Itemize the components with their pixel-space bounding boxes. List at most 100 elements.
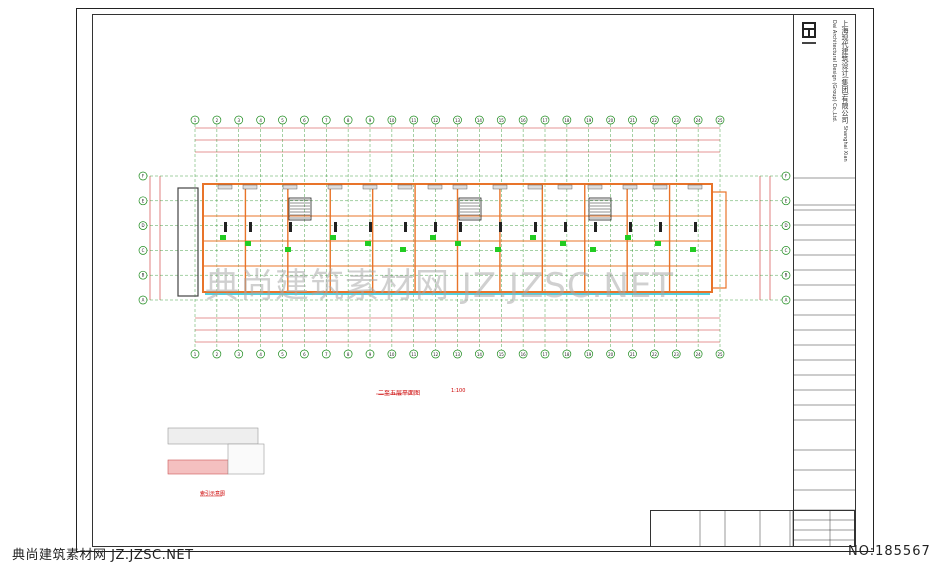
axis-label-bottom: 16 [521, 352, 527, 357]
axis-bubble-top [496, 115, 506, 125]
axis-bubble-bottom [650, 349, 659, 359]
axis-label-bottom: 8 [347, 352, 350, 357]
axis-label-bottom: 13 [455, 352, 461, 357]
footer-source-text: 典尚建筑素材网 JZ.JZSC.NET [12, 548, 194, 563]
window-mark [362, 184, 378, 190]
axis-bubble-left [138, 196, 148, 206]
drawing-outer-border [76, 8, 874, 552]
axis-label-top: 20 [608, 118, 614, 123]
fixture-detail [334, 222, 337, 232]
axis-label-left: F [142, 174, 145, 179]
window-mark [217, 184, 233, 190]
axis-label-bottom: 1 [194, 352, 197, 357]
axis-bubble-bottom [431, 349, 440, 359]
window-mark [557, 184, 573, 190]
fixture-detail [629, 222, 632, 232]
axis-bubble-bottom [693, 349, 703, 359]
fixture-mark [245, 241, 251, 246]
window-mark [242, 184, 258, 190]
company-name-vertical: 上海现代建筑设计(集团)有限公司 Shanghai Xian Dai Archi… [831, 20, 849, 162]
footer-drawing-number: NO:185567 [848, 544, 931, 559]
keymap-block [167, 427, 259, 445]
axis-label-bottom: 22 [652, 352, 658, 357]
axis-bubble-bottom [496, 349, 506, 359]
axis-label-bottom: 4 [259, 352, 262, 357]
fixture-mark [590, 247, 596, 252]
axis-label-left: B [142, 273, 145, 278]
axis-label-bottom: 12 [433, 352, 439, 357]
axis-bubble-right [781, 221, 791, 230]
axis-label-top: 3 [237, 118, 240, 123]
axis-label-top: 21 [630, 118, 636, 123]
axis-label-bottom: 6 [303, 352, 306, 357]
axis-bubble-top [387, 115, 397, 125]
fixture-detail [564, 222, 567, 232]
axis-bubble-top [540, 115, 550, 125]
axis-label-top: 19 [586, 118, 592, 123]
axis-label-top: 6 [303, 118, 306, 123]
fixture-mark [455, 241, 461, 246]
axis-bubble-top [671, 115, 681, 125]
axis-label-left: E [142, 198, 145, 203]
axis-bubble-left [138, 221, 148, 230]
plan-scale: 1:100 [451, 388, 466, 394]
fixture-detail [224, 222, 227, 232]
axis-bubble-top [606, 115, 615, 125]
axis-bubble-top [584, 115, 594, 125]
fixture-detail [369, 222, 372, 232]
axis-label-top: 11 [411, 118, 417, 123]
axis-label-bottom: 15 [499, 352, 505, 357]
window-mark [452, 184, 468, 190]
axis-bubble-right [781, 171, 791, 181]
axis-label-top: 18 [564, 118, 570, 123]
axis-bubble-bottom [518, 349, 528, 359]
axis-bubble-right [781, 295, 791, 305]
axis-label-top: 14 [477, 118, 483, 123]
axis-label-top: 8 [347, 118, 350, 123]
axis-bubble-bottom [256, 349, 265, 359]
axis-label-top: 16 [521, 118, 527, 123]
axis-label-bottom: 9 [369, 352, 372, 357]
axis-label-right: B [785, 273, 788, 278]
axis-bubble-top [256, 115, 265, 125]
axis-bubble-bottom [190, 349, 200, 359]
axis-label-bottom: 3 [237, 352, 240, 357]
fixture-mark [625, 235, 631, 240]
axis-label-top: 25 [717, 118, 723, 123]
axis-bubble-left [138, 295, 148, 305]
axis-bubble-top [212, 115, 222, 125]
axis-label-top: 15 [499, 118, 505, 123]
fixture-mark [285, 247, 291, 252]
axis-label-top: 7 [325, 118, 328, 123]
fixture-mark [330, 235, 336, 240]
axis-label-bottom: 23 [674, 352, 680, 357]
axis-label-top: 5 [281, 118, 284, 123]
watermark-text: 典尚建筑素材网 JZ.JZSC.NET [205, 266, 675, 306]
axis-bubble-top [409, 115, 419, 125]
window-mark [587, 184, 603, 190]
axis-label-bottom: 25 [717, 352, 723, 357]
axis-bubble-right [781, 246, 791, 255]
axis-bubble-top [650, 115, 659, 125]
axis-label-bottom: 10 [389, 352, 395, 357]
axis-label-top: 22 [652, 118, 658, 123]
axis-label-top: 9 [369, 118, 372, 123]
fixture-detail [594, 222, 597, 232]
axis-bubble-top [234, 115, 244, 125]
fixture-detail [404, 222, 407, 232]
axis-bubble-top [278, 115, 287, 125]
window-mark [492, 184, 508, 190]
window-mark [327, 184, 343, 190]
axis-label-right: D [784, 223, 787, 228]
end-bay-left [177, 187, 199, 297]
keymap-caption: 索引示意图 [200, 491, 226, 497]
axis-bubble-bottom [387, 349, 397, 359]
axis-label-top: 17 [542, 118, 548, 123]
fixture-detail [659, 222, 662, 232]
axis-label-bottom: 24 [696, 352, 702, 357]
axis-label-right: F [785, 174, 788, 179]
axis-label-top: 12 [433, 118, 439, 123]
fixture-detail [499, 222, 502, 232]
axis-bubble-bottom [453, 349, 462, 359]
fixture-detail [534, 222, 537, 232]
